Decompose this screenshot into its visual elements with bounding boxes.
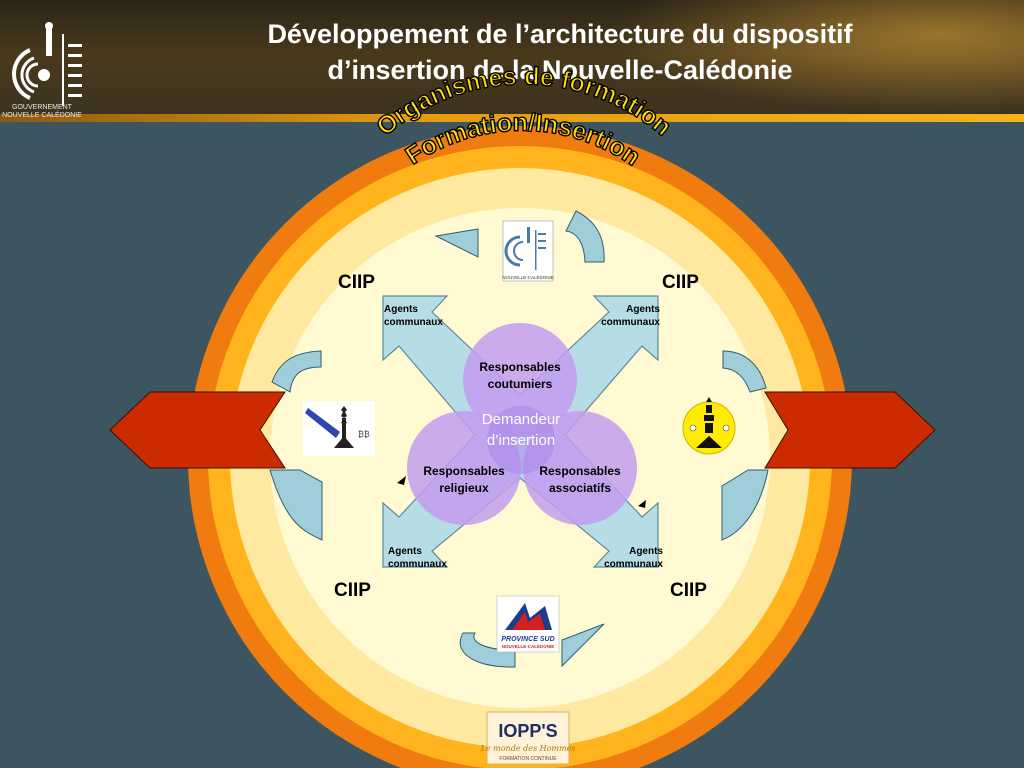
svg-text:NOUVELLE-CALÉDONIE: NOUVELLE-CALÉDONIE [502,274,554,280]
demandeur-line2: d’insertion [486,432,556,449]
agents-label-top-right: Agents communaux [590,303,660,329]
circle-coutumiers [463,323,577,437]
header-banner: GOUVERNEMENT NOUVELLE CALÉDONIE Développ… [0,0,1024,122]
agents-label-bottom-left: Agents communaux [388,545,447,571]
logo-left-province-nord-icon: ₿₿ [303,401,375,456]
pointer-triangle-right [638,500,646,508]
pointer-triangle-left [397,476,406,485]
label-responsables-coutumiers: Responsables coutumiers [462,359,578,393]
agents-line1: Agents [384,304,418,315]
logo-bottom-province-sud-icon: PROVINCE SUD NOUVELLE-CALÉDONIE [496,595,560,653]
circle-core [487,406,555,474]
ciip-label-top-left: CIIP [338,272,375,293]
ciip-label-top-right: CIIP [662,272,699,293]
label-responsables-religieux: Responsables religieux [408,463,520,497]
svg-text:₿₿: ₿₿ [358,430,370,439]
associatifs-line1: Responsables [539,464,621,478]
page-title-line1: Développement de l’architecture du dispo… [267,19,853,49]
svg-text:Le monde des Hommes: Le monde des Hommes [480,744,576,753]
agents-line2: communaux [388,559,447,570]
ciip-label-bottom-right: CIIP [670,580,707,601]
svg-text:FORMATION CONTINUE: FORMATION CONTINUE [499,756,557,762]
demandeur-line1: Demandeur [481,411,561,428]
cycle-arrow-right [721,350,769,541]
logo-right-province-iles-icon [682,397,736,455]
coutumiers-line1: Responsables [479,360,561,374]
cycle-arrow-left [269,350,323,541]
svg-text:PROVINCE SUD: PROVINCE SUD [501,636,554,643]
associatifs-line2: associatifs [548,481,612,495]
agents-label-top-left: Agents communaux [384,303,443,329]
svg-text:IOPP'S: IOPP'S [498,721,557,741]
label-demandeur-insertion: Demandeur d’insertion [461,409,581,451]
nouvelle-caledonie-emblem-icon [12,22,82,106]
agents-line2: communaux [604,559,663,570]
religieux-line2: religieux [439,481,489,495]
religieux-line1: Responsables [423,464,505,478]
agents-line1: Agents [629,546,663,557]
cycle-arrow-bottom [459,623,605,668]
ciip-label-bottom-left: CIIP [334,580,371,601]
agents-label-bottom-right: Agents communaux [593,545,663,571]
coutumiers-line2: coutumiers [487,377,553,391]
header-glow [604,0,1024,114]
side-arrow-right [764,391,936,469]
cycle-arrow-top [434,210,605,263]
agents-line2: communaux [384,317,443,328]
agents-line1: Agents [626,304,660,315]
header-stripe [0,114,1024,122]
agents-line2: communaux [601,317,660,328]
logo-top-nc-icon: NOUVELLE-CALÉDONIE [502,220,554,282]
page-title-line2: d’insertion de la Nouvelle-Calédonie [327,55,793,85]
logo-footer-iopps-icon: IOPP'S Le monde des Hommes FORMATION CON… [480,711,576,765]
header-logo-line2: NOUVELLE CALÉDONIE [2,112,82,119]
svg-text:NOUVELLE-CALÉDONIE: NOUVELLE-CALÉDONIE [502,642,555,649]
side-arrow-left [109,391,286,469]
header-logo-line1: GOUVERNEMENT [12,104,72,111]
page-title: Développement de l’architecture du dispo… [120,16,1000,88]
agents-line1: Agents [388,546,422,557]
label-responsables-associatifs: Responsables associatifs [523,463,637,497]
